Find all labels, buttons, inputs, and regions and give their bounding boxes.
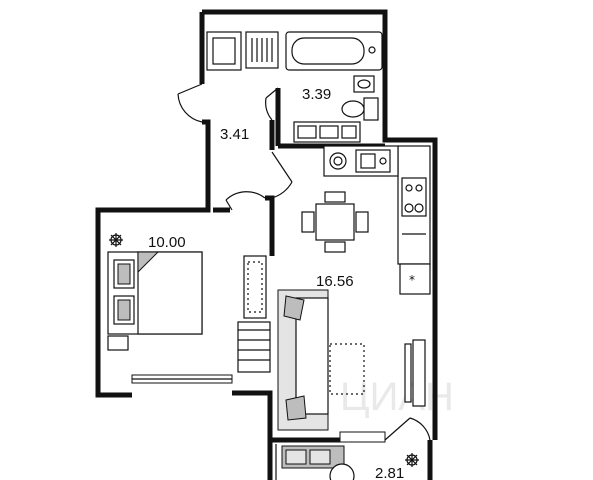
plant-icon: [109, 233, 123, 247]
stove-icon: [401, 177, 427, 235]
living-door: [271, 151, 293, 199]
bathtub-icon: [285, 31, 383, 71]
balcony-area-label: 2.81: [375, 465, 404, 480]
living-kitchen-area-label: 16.56: [316, 273, 354, 290]
bedroom-wardrobe: [237, 321, 271, 373]
bathroom-area-label: 3.39: [302, 86, 331, 103]
sink-icon: [355, 149, 391, 173]
bed: [107, 251, 203, 335]
bedroom-door: [225, 191, 266, 211]
sink-icon: [353, 75, 375, 93]
living-window: [339, 431, 386, 443]
balcony-table: [329, 463, 355, 480]
wardrobe: [206, 31, 242, 71]
svg-text:*: *: [409, 273, 415, 287]
bedroom-area-label: 10.00: [148, 234, 186, 251]
bedroom-window: [131, 374, 233, 384]
balcony-door: [384, 417, 431, 441]
desk: [243, 255, 267, 319]
bathroom-shelves: [293, 121, 361, 143]
tv-stand: [404, 339, 426, 407]
plant-icon: [405, 453, 419, 467]
toilet-icon: [341, 97, 379, 121]
sofa: [277, 289, 329, 431]
entrance-door: [177, 83, 203, 123]
bathroom-door: [265, 87, 279, 121]
fridge-icon: *: [399, 263, 431, 295]
nightstand: [107, 335, 129, 351]
balcony-bench: [281, 445, 345, 469]
hallway-area-label: 3.41: [220, 126, 249, 143]
dining-table: [301, 191, 369, 253]
coffee-table: [329, 343, 365, 395]
washing-machine-icon: [245, 31, 279, 69]
